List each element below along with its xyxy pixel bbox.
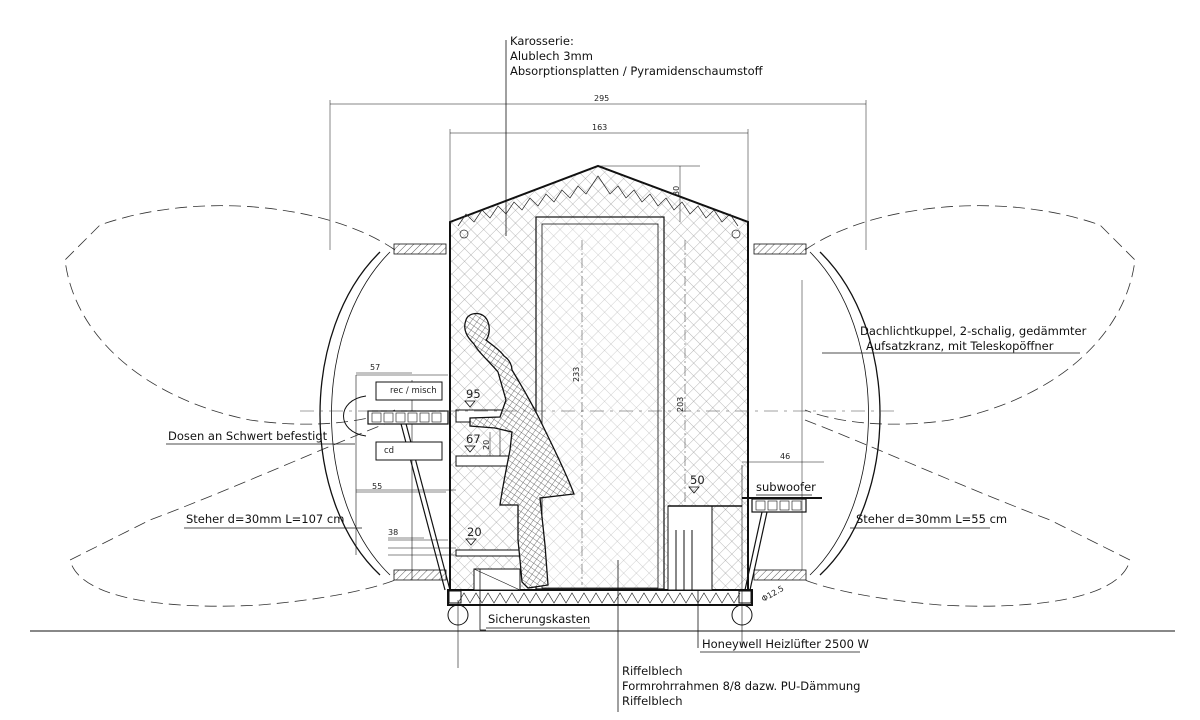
dim-57: 57 (370, 363, 381, 372)
dim-55: 55 (372, 482, 383, 491)
steher-left-label: Steher d=30mm L=107 cm (186, 512, 345, 526)
karosserie-label-1: Karosserie: (510, 34, 574, 48)
dim-203: 203 (676, 396, 685, 412)
dim-295: 295 (594, 94, 610, 103)
height-20: 20 (467, 525, 482, 539)
boden-label-1: Riffelblech (622, 664, 683, 678)
dachlicht-label-1: Dachlichtkuppel, 2-schalig, gedämmter (860, 324, 1087, 338)
left-hatch-swing (64, 205, 396, 425)
door (535, 216, 665, 590)
dim-46: 46 (780, 452, 791, 461)
karosserie-label-3: Absorptionsplatten / Pyramidenschaumstof… (510, 64, 763, 78)
subwoofer-text: subwoofer (756, 480, 816, 494)
right-hatch-swing (804, 205, 1136, 425)
human-figure (464, 312, 575, 589)
dachlicht-label-2: Aufsatzkranz, mit Teleskopöffner (866, 339, 1054, 353)
sicherungskasten-label: Sicherungskasten (488, 612, 591, 626)
steher-right-label: Steher d=30mm L=55 cm (856, 512, 1008, 526)
heizluefter-label: Honeywell Heizlüfter 2500 W (702, 637, 869, 651)
height-50: 50 (690, 473, 705, 487)
left-dome-arc (319, 251, 381, 576)
cd-box (375, 441, 443, 461)
dosen-label: Dosen an Schwert befestigt (168, 429, 328, 443)
height-67: 67 (466, 432, 481, 446)
dim-38: 38 (388, 528, 399, 537)
karosserie-label-2: Alublech 3mm (510, 49, 593, 63)
dim-30: 30 (672, 185, 681, 196)
rec-misch-text: rec / misch (390, 386, 437, 396)
heizluefter-box (667, 505, 713, 591)
rec-misch-box (375, 381, 443, 401)
height-95: 95 (466, 387, 481, 401)
dim-233: 233 (572, 366, 581, 382)
boden-label-2: Formrohrrahmen 8/8 dazw. PU-Dämmung (622, 679, 861, 693)
floor (447, 589, 753, 606)
cd-text: cd (384, 446, 395, 456)
sockets-right (751, 498, 807, 513)
right-dome-arc (819, 251, 881, 576)
dim-20: 20 (482, 439, 491, 450)
boden-label-3: Riffelblech (622, 694, 683, 708)
dim-163: 163 (592, 123, 608, 132)
